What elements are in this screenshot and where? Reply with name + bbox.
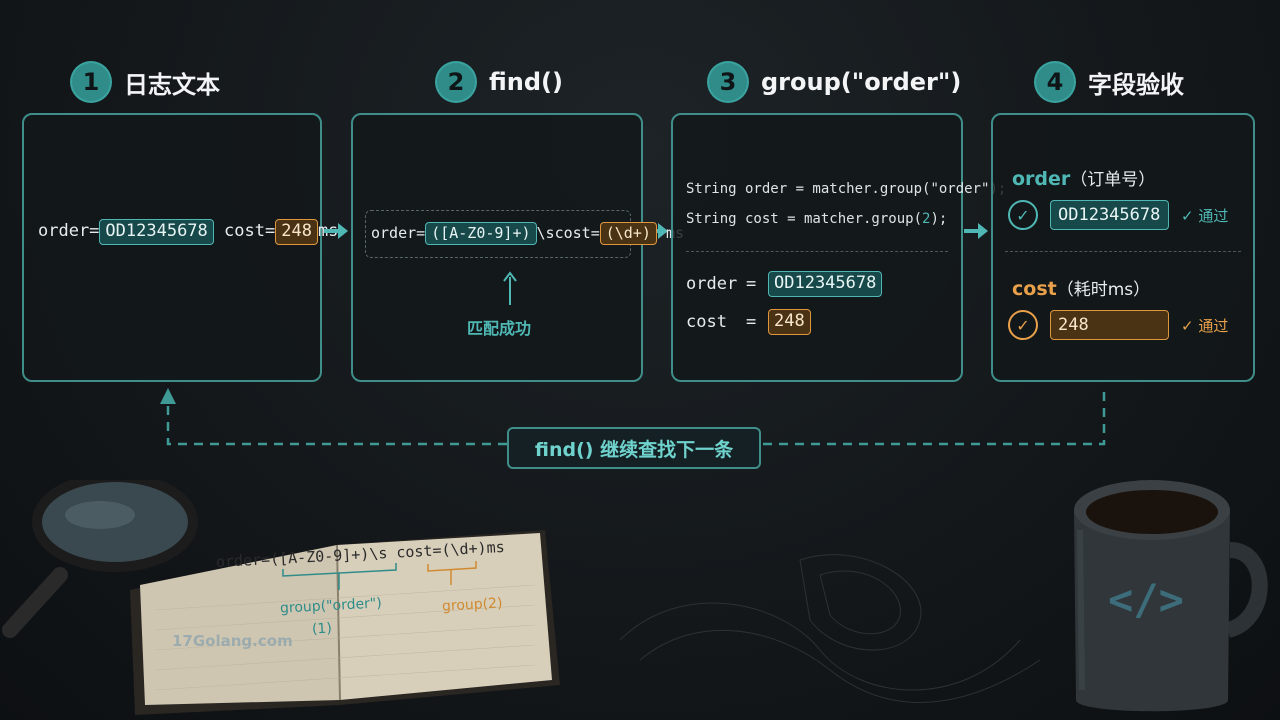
check-circle-icon: ✓: [1008, 310, 1038, 340]
order-value-chip: OD12345678: [99, 219, 214, 245]
regex-middle: \scost=: [536, 224, 600, 242]
arrow-right-icon: [324, 223, 348, 239]
field-check-panel: order（订单号） ✓ OD12345678 ✓ 通过 cost（耗时ms） …: [991, 113, 1255, 382]
find-panel: order=([A-Z0-9]+)\scost=(\d+) ms 匹配成功: [351, 113, 684, 382]
cost-prefix: cost=: [224, 221, 276, 241]
cost-label-text: cost: [1012, 278, 1057, 300]
cost-value-chip: 248: [275, 219, 318, 245]
magnifying-glass-icon: [2, 480, 198, 638]
order-key: order: [686, 273, 738, 294]
equals-sign: =: [746, 273, 757, 294]
step-1-header: 1 日志文本: [72, 60, 220, 104]
order-value-box: OD12345678: [1050, 200, 1169, 230]
code-text: );: [930, 211, 948, 227]
regex-group-1: ([A-Z0-9]+): [425, 222, 537, 246]
cost-value-box: 248: [1050, 310, 1169, 340]
cost-field-label: cost（耗时ms）: [1012, 275, 1150, 300]
code-text: String cost = matcher.group(: [686, 211, 923, 227]
regex-prefix: order=: [371, 224, 426, 242]
step-title: 日志文本: [124, 70, 220, 99]
order-result-row: order = OD12345678: [686, 271, 883, 297]
step-title: group("order"): [761, 68, 962, 96]
step-number: 4: [1036, 63, 1074, 101]
arrow-up-icon: [503, 271, 517, 305]
coffee-mug-icon: [1074, 480, 1268, 712]
order-prefix: order=: [38, 221, 100, 241]
order-label-sub: （订单号）: [1070, 170, 1156, 190]
order-field-label: order（订单号）: [1012, 165, 1155, 190]
regex-group-2: (\d+): [599, 222, 657, 246]
step-4-header: 4 字段验收: [1036, 60, 1184, 104]
cost-check-row: ✓ 248 ✓ 通过: [1008, 310, 1228, 340]
cost-label-sub: （耗时ms）: [1056, 280, 1151, 300]
topo-lines: [619, 554, 1041, 703]
code-number: 2: [922, 211, 931, 227]
step-2-header: 2 find(): [437, 60, 563, 104]
step-number: 3: [709, 63, 747, 101]
step-3-header: 3 group("order"): [709, 60, 961, 104]
divider: [686, 251, 948, 252]
group-panel: String order = matcher.group("order"); S…: [671, 113, 1006, 382]
loop-label: find() 继续查找下一条: [507, 427, 761, 469]
order-check-row: ✓ OD12345678 ✓ 通过: [1008, 200, 1228, 230]
step-number: 2: [437, 63, 475, 101]
cost-result-row: cost = 248: [686, 309, 811, 335]
regex-line: order=([A-Z0-9]+)\scost=(\d+) ms: [371, 222, 684, 246]
match-success-label: 匹配成功: [467, 319, 532, 338]
code-line-cost: String cost = matcher.group(2);: [686, 211, 947, 227]
check-circle-icon: ✓: [1008, 200, 1038, 230]
notebook: [130, 530, 560, 715]
order-label-text: order: [1012, 168, 1071, 190]
code-text: String order = matcher.group(: [686, 181, 931, 197]
cost-result-chip: 248: [768, 309, 811, 335]
mug-code-symbol: </>: [1108, 575, 1184, 624]
step-title: 字段验收: [1088, 70, 1184, 99]
step-title: find(): [489, 68, 563, 96]
equals-sign: =: [746, 311, 757, 332]
code-string: "order": [930, 181, 990, 197]
order-pass-label: ✓ 通过: [1181, 206, 1229, 225]
divider: [1005, 251, 1241, 252]
step-number: 1: [72, 63, 110, 101]
cost-key: cost: [686, 311, 727, 332]
cost-pass-label: ✓ 通过: [1181, 316, 1229, 335]
order-result-chip: OD12345678: [768, 271, 883, 297]
arrow-right-icon: [964, 223, 988, 239]
watermark: 17Golang.com: [172, 632, 293, 650]
